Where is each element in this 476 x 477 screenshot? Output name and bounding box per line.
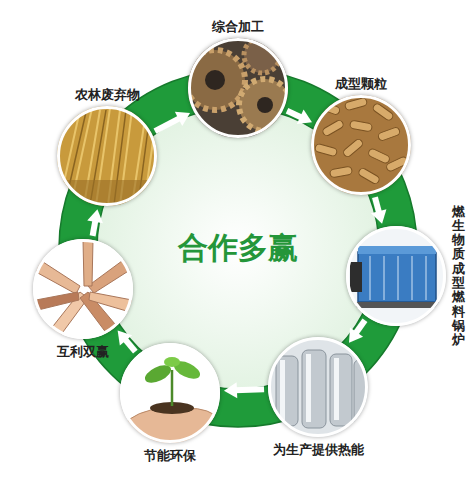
arrow-shaft: [235, 389, 264, 390]
arrow-head: [371, 209, 386, 224]
photo-circle: 为生产提供热能: [268, 337, 368, 437]
photo-circle: 互利双赢: [33, 239, 133, 339]
flow-arrow: [287, 110, 312, 125]
arrow-head: [175, 112, 190, 126]
photo-circle: 综合加工: [188, 38, 288, 138]
arrow-head: [224, 382, 237, 398]
arrow-shaft: [155, 118, 180, 131]
flow-arrow: [87, 209, 103, 236]
step-label: 互利双赢: [57, 344, 109, 360]
arrow-shaft: [93, 220, 96, 236]
arrow-shaft: [287, 111, 302, 118]
step-label: 成型颗粒: [335, 76, 387, 92]
photo-circle: 节能环保: [120, 343, 220, 443]
arrow-shaft: [355, 320, 365, 334]
step-label: 综合加工: [212, 19, 264, 35]
step-label: 农林废弃物: [75, 87, 140, 103]
step-label: 为生产提供热能: [273, 442, 364, 458]
flow-arrow: [349, 320, 365, 343]
flow-arrow: [118, 330, 136, 351]
flow-arrow: [224, 382, 264, 398]
center-title: 合作多赢: [178, 228, 298, 269]
photo-circle: 农林废弃物: [57, 106, 157, 206]
arrow-head: [118, 330, 132, 345]
arrow-shaft: [375, 197, 379, 213]
photo-circle: 燃生物质成型燃料锅炉: [346, 226, 446, 326]
arrow-head: [87, 209, 103, 223]
arrow-head: [349, 328, 363, 343]
flow-arrow: [371, 197, 386, 224]
step-label: 燃生物质成型燃料锅炉: [452, 205, 465, 348]
photo-circle: 成型颗粒: [311, 95, 411, 195]
arrow-shaft: [125, 339, 136, 352]
flow-arrow: [155, 112, 190, 131]
step-label: 节能环保: [144, 448, 196, 464]
arrow-head: [297, 110, 312, 125]
